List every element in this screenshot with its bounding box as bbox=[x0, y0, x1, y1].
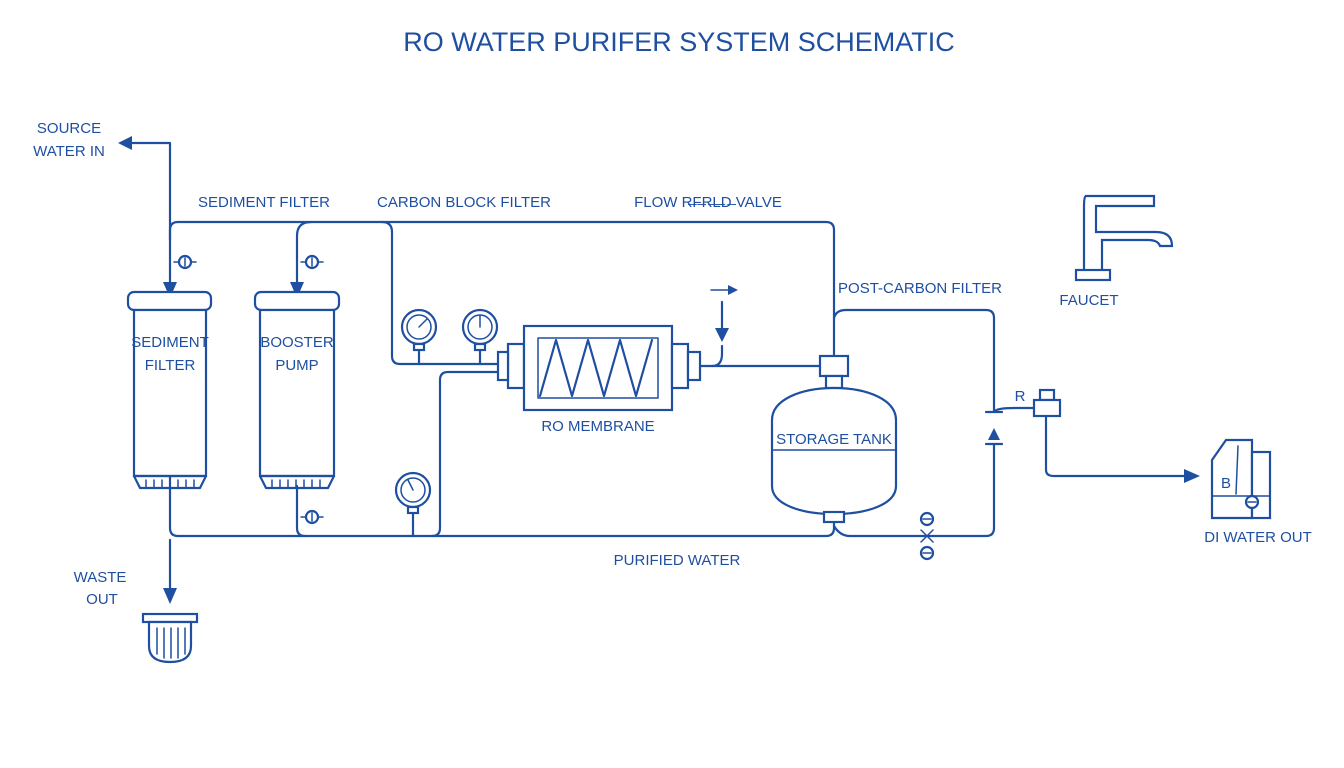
di-output-pipe bbox=[1044, 412, 1192, 478]
arrow-icon bbox=[163, 282, 177, 298]
pressure-gauge-icon bbox=[400, 308, 438, 352]
post-carbon-filter-label: POST-CARBON FILTER bbox=[838, 280, 1002, 297]
booster-feed-pipe bbox=[295, 220, 313, 292]
drain-icon bbox=[141, 612, 199, 664]
valve-icon bbox=[300, 254, 324, 270]
ro-membrane: RO MEMBRANE bbox=[496, 324, 702, 435]
arrow-icon bbox=[715, 328, 729, 342]
pressure-gauge-icon bbox=[461, 308, 499, 352]
r-valve-block: R bbox=[992, 388, 1062, 418]
sediment-filter-housing: SEDIMENT FILTER bbox=[126, 290, 213, 490]
valve-icon bbox=[919, 511, 935, 561]
arrow-icon bbox=[163, 588, 177, 604]
tank-outlet-pipe bbox=[832, 442, 996, 538]
waste-label-1: WASTE bbox=[74, 569, 127, 586]
top-main-pipe bbox=[168, 220, 836, 360]
source-label-2: WATER IN bbox=[33, 143, 105, 160]
storage-tank: STORAGE TANK bbox=[770, 354, 898, 524]
source-pipe bbox=[130, 141, 172, 292]
sediment-filter-label-1: SEDIMENT bbox=[131, 334, 209, 351]
valve-icon bbox=[300, 509, 324, 525]
valve-icon bbox=[173, 254, 197, 270]
source-label-1: SOURCE bbox=[37, 120, 101, 137]
booster-pump-label-1: BOOSTER bbox=[260, 334, 334, 351]
faucet-label: FAUCET bbox=[1059, 292, 1118, 309]
storage-tank-label: STORAGE TANK bbox=[776, 431, 892, 448]
booster-bottom-pipe bbox=[295, 484, 307, 538]
arrow-icon bbox=[728, 285, 738, 295]
inflow-pipe-small bbox=[710, 300, 724, 368]
arrow-icon bbox=[290, 282, 304, 298]
purified-water-label: PURIFIED WATER bbox=[614, 552, 741, 569]
pressure-gauge-icon bbox=[394, 471, 432, 515]
di-unit-mark: B bbox=[1221, 475, 1231, 492]
waste-label-2: OUT bbox=[86, 591, 118, 608]
arrow-icon bbox=[118, 136, 132, 150]
flow-valve-label: FLOW R̶F̶R̶L̶D̶ VALVE bbox=[634, 194, 782, 211]
di-water-out-label: DI WATER OUT bbox=[1204, 529, 1312, 546]
faucet-icon: FAUCET bbox=[1059, 194, 1174, 309]
post-carbon-pipe bbox=[832, 308, 996, 414]
bottom-main-pipe bbox=[168, 468, 836, 538]
di-unit-icon: B bbox=[1210, 438, 1272, 520]
sediment-filter-top-label: SEDIMENT FILTER bbox=[198, 194, 330, 211]
ro-membrane-label: RO MEMBRANE bbox=[541, 418, 654, 435]
booster-pump-label-2: PUMP bbox=[275, 357, 318, 374]
arrow-icon bbox=[1184, 469, 1200, 483]
r-mark-label: R bbox=[1015, 388, 1026, 405]
membrane-lower-inlet bbox=[430, 370, 510, 538]
sediment-filter-label-2: FILTER bbox=[145, 357, 196, 374]
carbon-block-filter-label: CARBON BLOCK FILTER bbox=[377, 194, 551, 211]
booster-pump-housing: BOOSTER PUMP bbox=[253, 290, 341, 490]
valve-icon bbox=[984, 410, 1004, 446]
diagram-title: RO WATER PURIFER SYSTEM SCHEMATIC bbox=[403, 27, 955, 57]
arrowheads bbox=[118, 136, 1200, 604]
carbon-drop-pipe bbox=[380, 220, 510, 366]
